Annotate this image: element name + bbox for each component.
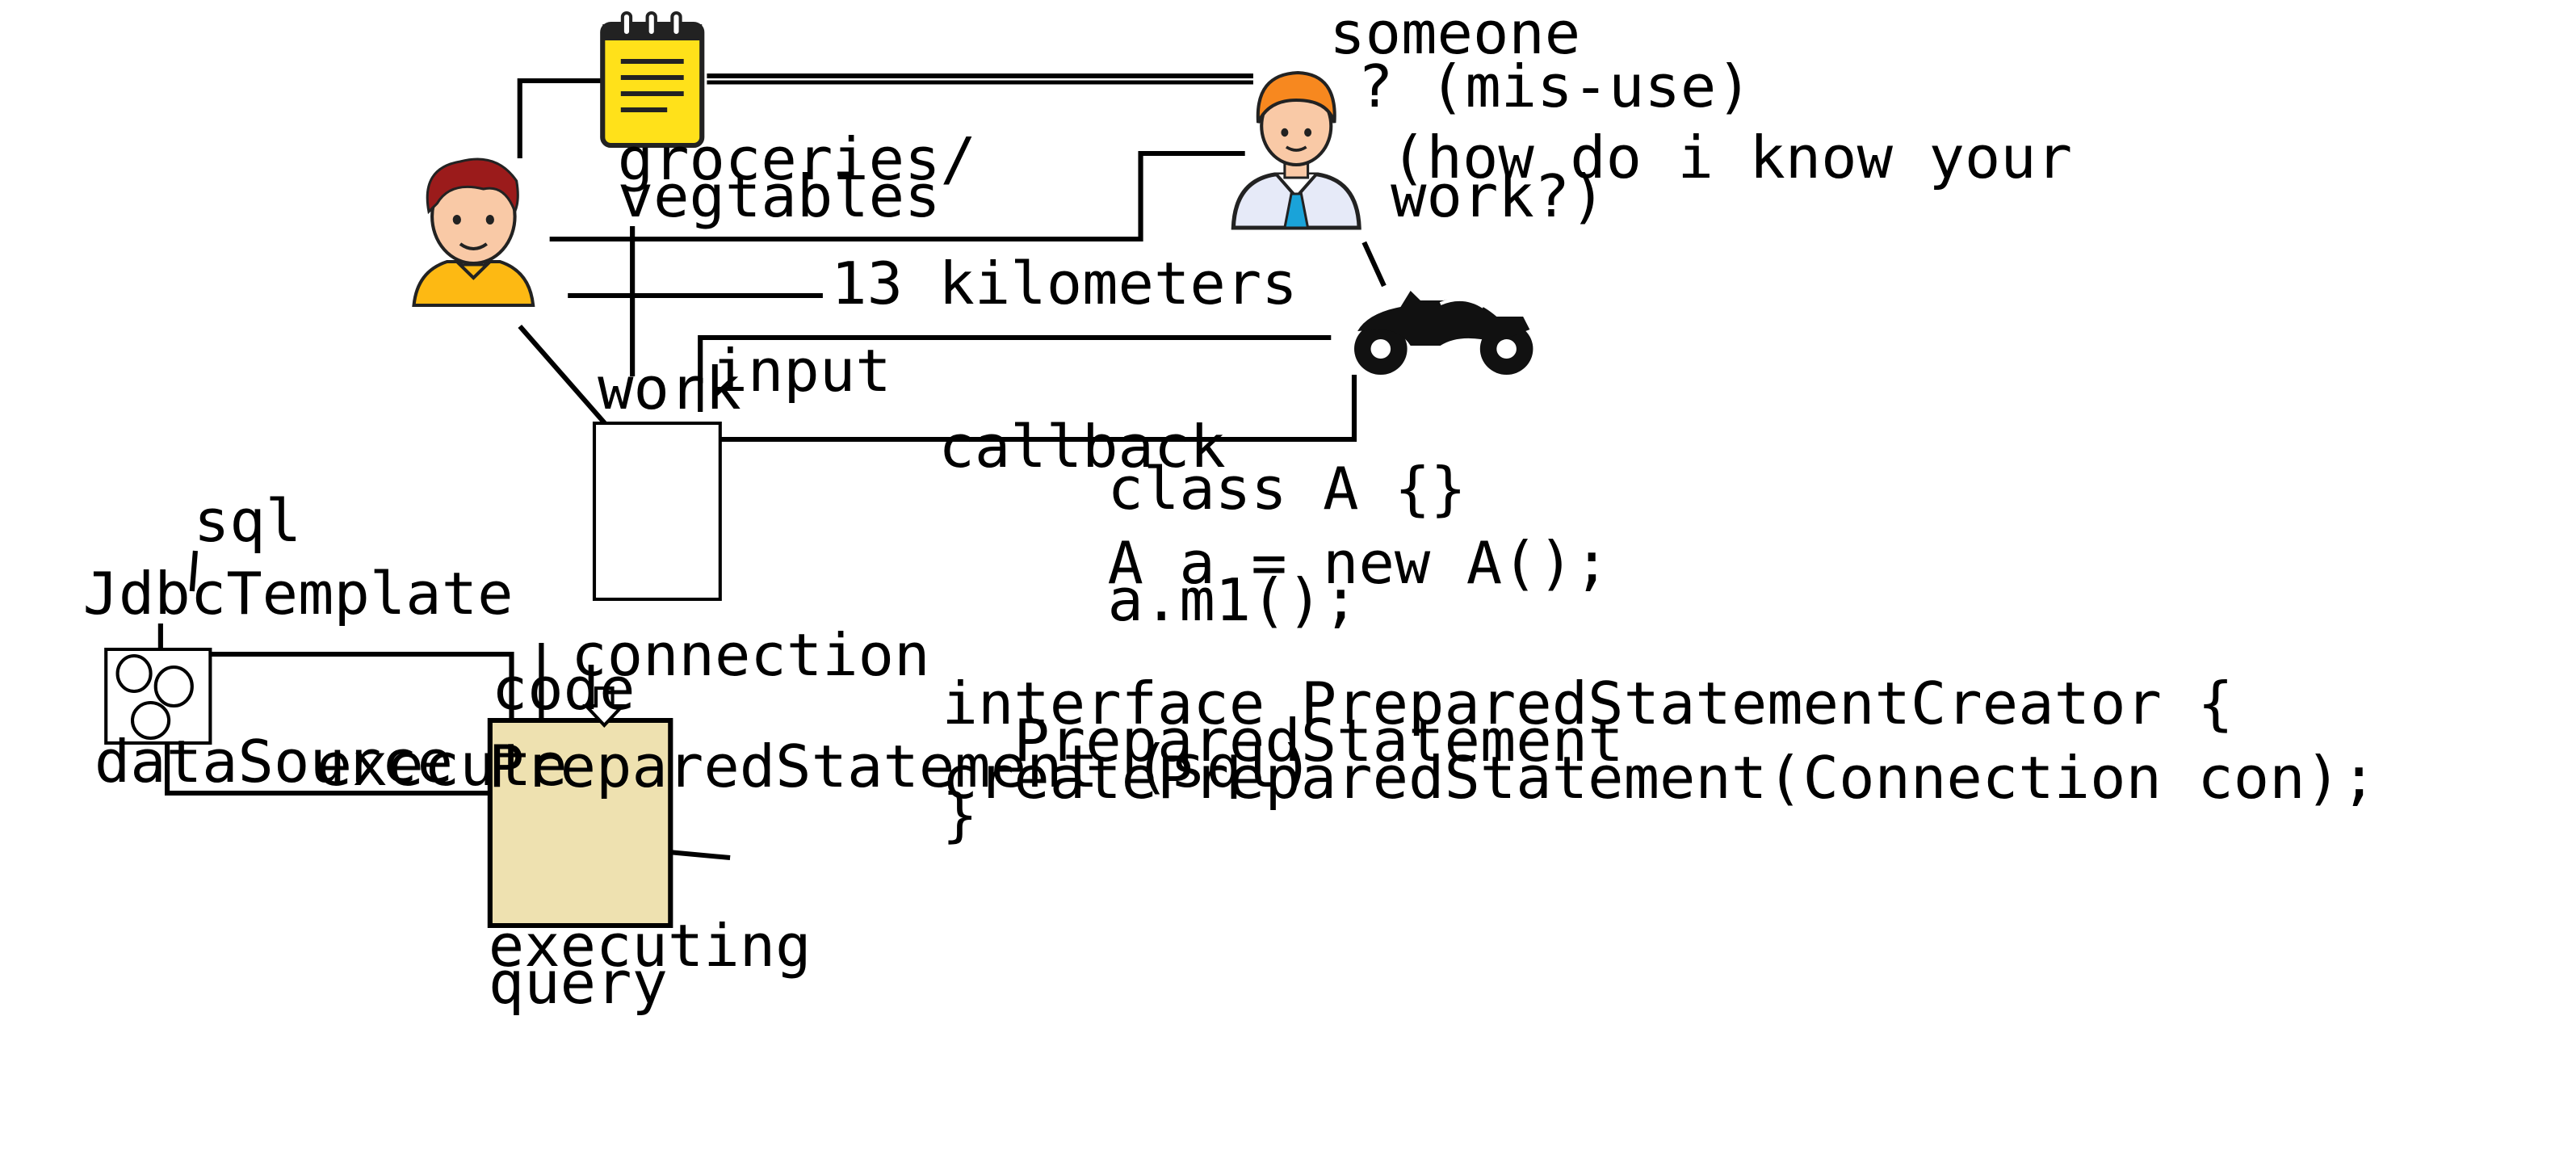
- person-avatar-icon: [412, 157, 535, 307]
- businessman-avatar-icon: [1231, 70, 1361, 230]
- label-connection: connection: [571, 622, 929, 690]
- code-snippet-class-a: class A {} A a = new A(); a.m1();: [1108, 456, 1610, 635]
- label-groceries-line-2: vegtables: [618, 163, 941, 231]
- label-how-know-line-2: work?): [1391, 163, 1606, 231]
- code-line: class A {}: [1108, 456, 1466, 523]
- text-labels: someone ? (mis-use) (how do i know your …: [83, 0, 2073, 1018]
- executing-query-box: [487, 718, 673, 928]
- label-sql: sql: [194, 488, 301, 556]
- down-arrow-icon: [582, 686, 627, 728]
- work-box: [592, 422, 722, 601]
- label-data-source: dataSource: [94, 728, 453, 796]
- label-work: work: [598, 355, 741, 423]
- label-jdbc-template: JdbcTemplate: [83, 561, 514, 628]
- code-snippet-interface: interface PreparedStatementCreator { Pre…: [942, 670, 2377, 850]
- label-input: input: [712, 338, 892, 405]
- label-executing-line-2: query: [489, 950, 668, 1018]
- label-callback: callback: [938, 414, 1225, 481]
- motorcycle-icon: [1354, 291, 1533, 375]
- label-prepared-statement: PreparedStatement (sql): [489, 733, 1314, 801]
- code-line: createPreparedStatement(Connection con);: [942, 745, 2377, 812]
- label-misuse: ? (mis-use): [1357, 53, 1752, 121]
- label-execute: execute: [317, 732, 568, 800]
- datasource-icon: [104, 648, 212, 745]
- label-executing-line-1: executing: [489, 913, 812, 980]
- code-line: a.m1();: [1108, 567, 1359, 635]
- label-code: code: [492, 656, 636, 724]
- label-groceries-line-1: groceries/: [618, 126, 976, 194]
- label-how-know-line-1: (how do i know your: [1391, 124, 2072, 192]
- notepad-icon: [600, 11, 705, 148]
- label-kilometers: 13 kilometers: [831, 250, 1298, 318]
- code-line: interface PreparedStatementCreator {: [942, 670, 2234, 738]
- code-line: }: [942, 782, 978, 850]
- label-someone: someone: [1329, 0, 1580, 68]
- code-line: A a = new A();: [1108, 530, 1610, 598]
- code-line: PreparedStatement: [942, 707, 1624, 775]
